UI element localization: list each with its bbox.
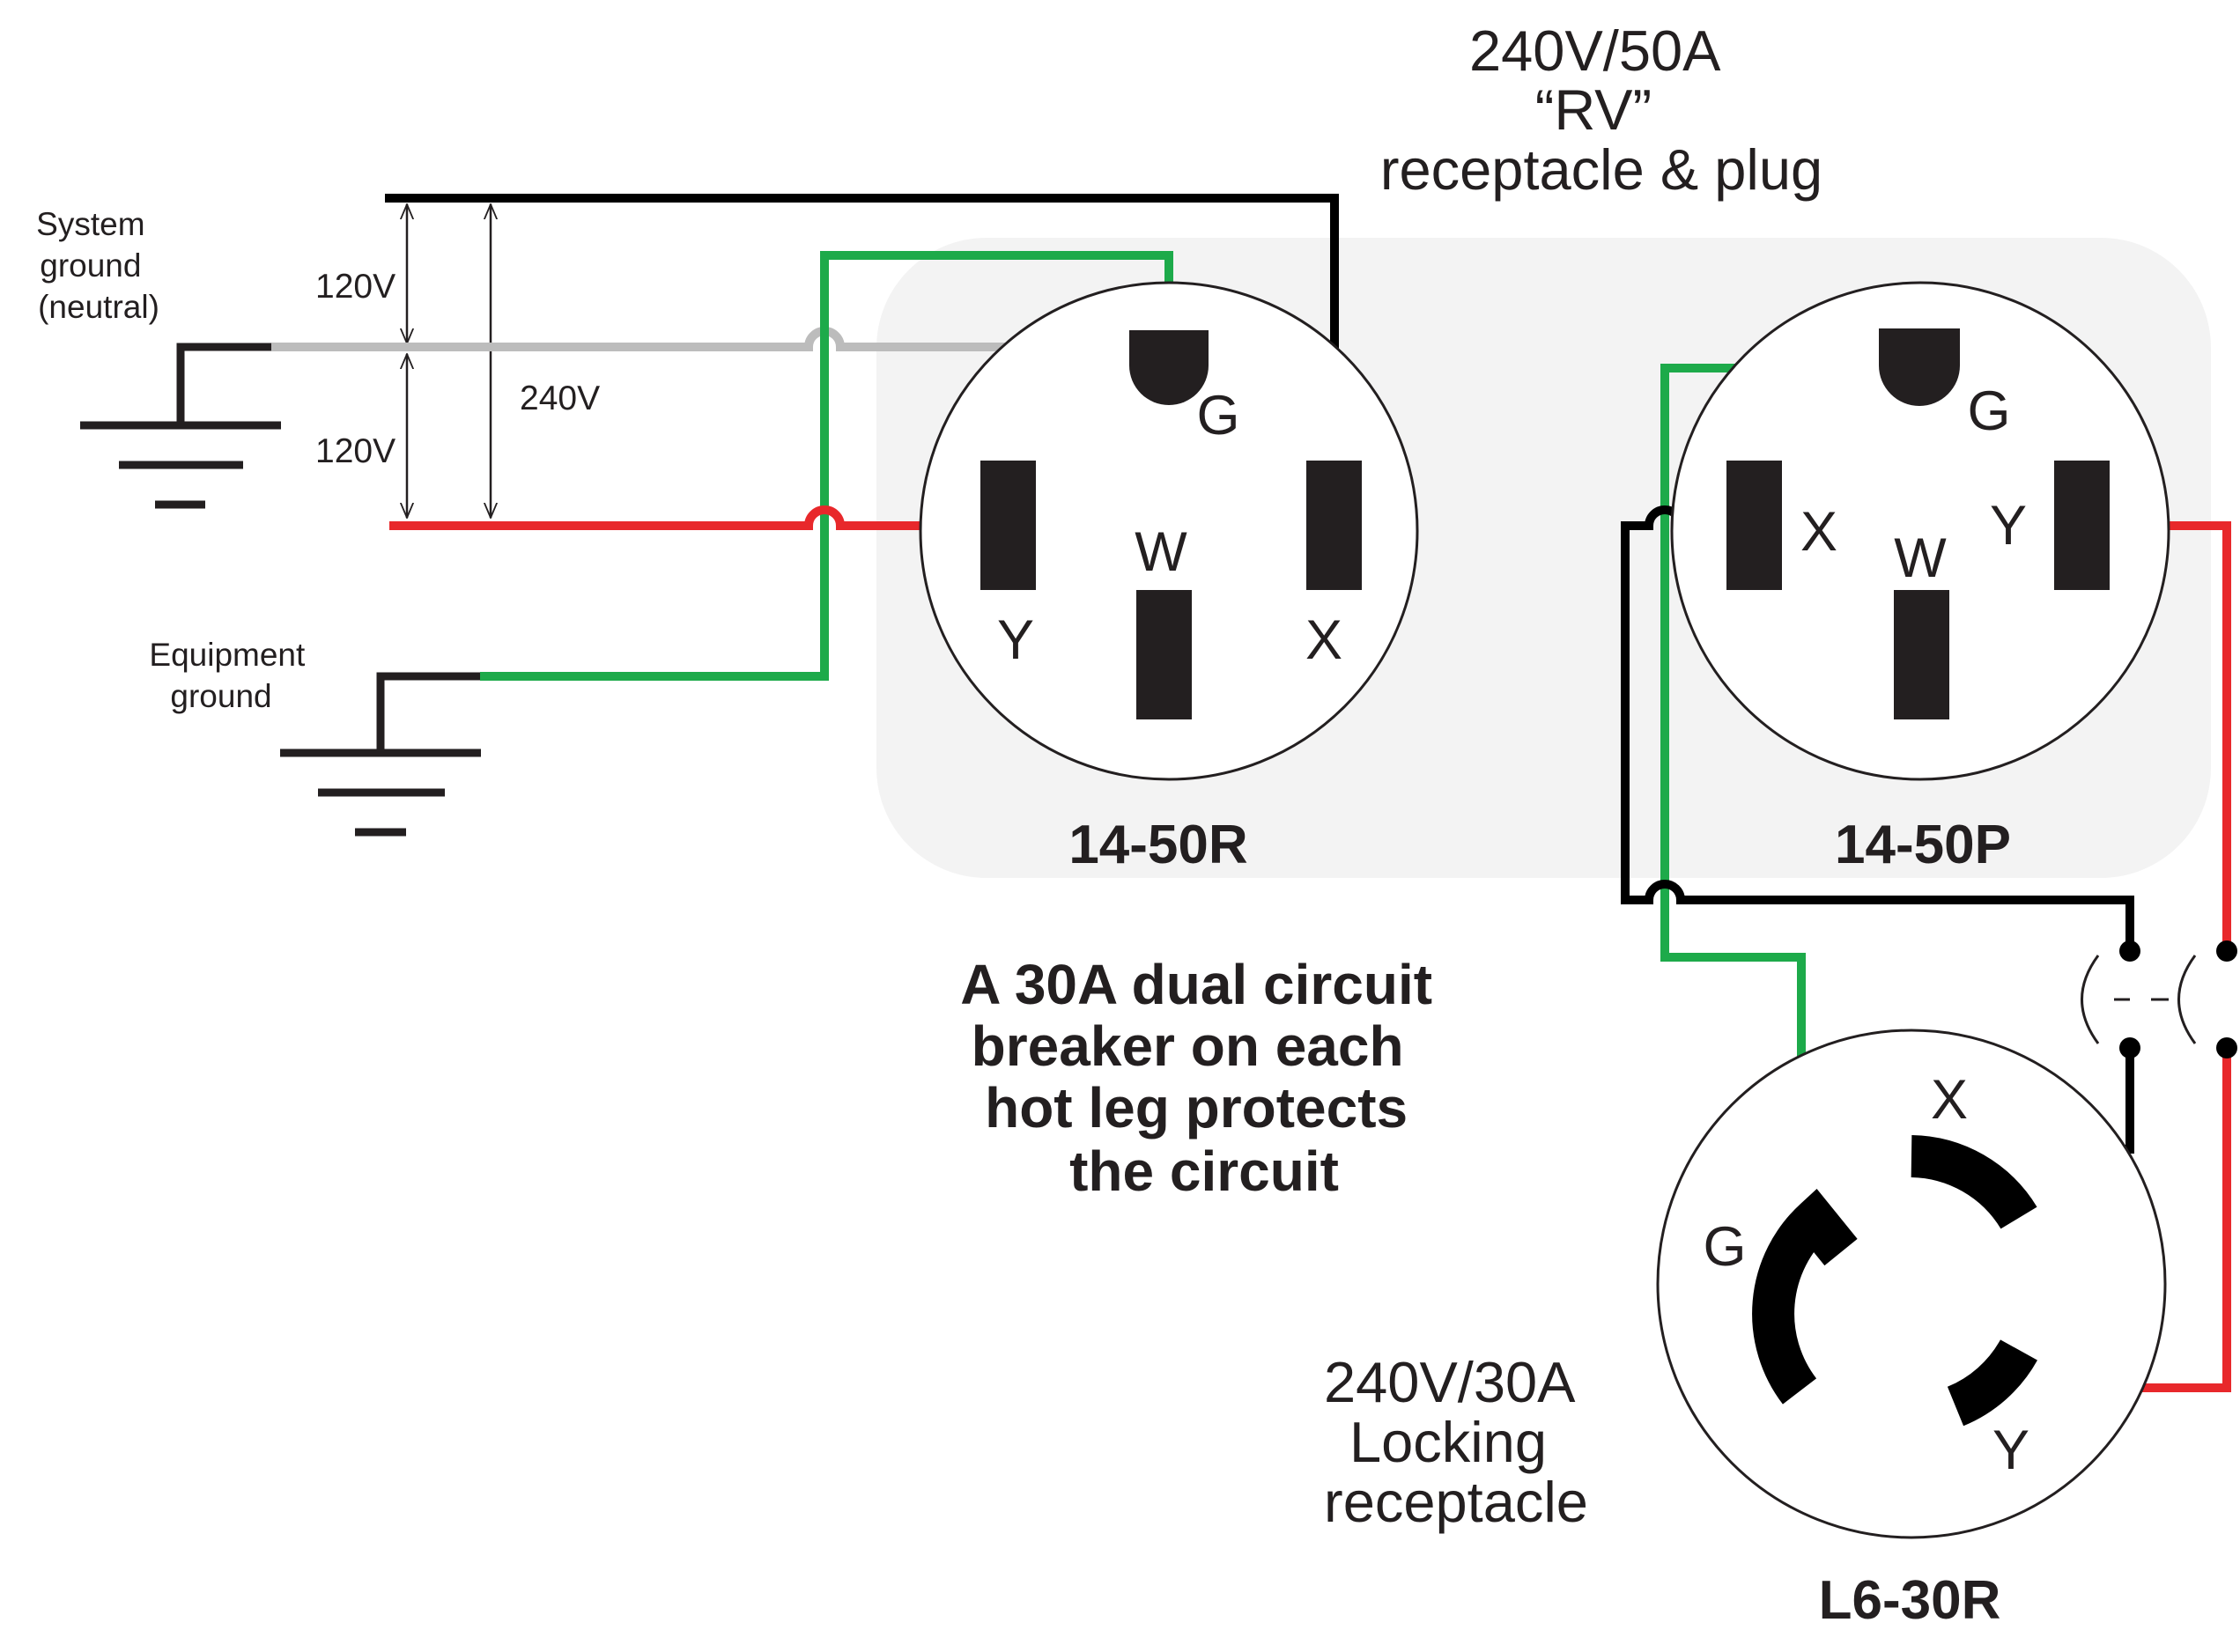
slot-y bbox=[980, 461, 1036, 590]
plug-14-50p-g: G bbox=[1967, 380, 2010, 442]
receptacle-14-50r-y: Y bbox=[997, 609, 1034, 671]
receptacle-l6-30r bbox=[1656, 1029, 2167, 1539]
receptacle-14-50r bbox=[919, 281, 1419, 781]
rv-title: 240V/50A “RV” receptacle & plug bbox=[1380, 18, 1822, 202]
receptacle-l6-30r-code: L6-30R bbox=[1819, 1570, 2001, 1631]
plug-14-50p-y: Y bbox=[1990, 495, 2027, 557]
receptacle-14-50r-x: X bbox=[1305, 609, 1342, 671]
locking-slot-y bbox=[1947, 1339, 2037, 1427]
receptacle-l6-30r-y: Y bbox=[1992, 1420, 2029, 1481]
plug-14-50p-w: W bbox=[1894, 527, 1947, 589]
slot-w bbox=[1136, 590, 1192, 719]
voltage-arrows bbox=[407, 204, 491, 518]
plug-14-50p-x: X bbox=[1800, 501, 1837, 563]
breaker-note: A 30A dual circuit breaker on each hot l… bbox=[960, 953, 1448, 1203]
locking-slot-x bbox=[1910, 1135, 2037, 1229]
locking-slot-g bbox=[1752, 1189, 1858, 1405]
receptacle-l6-30r-g: G bbox=[1703, 1216, 1746, 1278]
receptacle-l6-30r-x: X bbox=[1931, 1069, 1968, 1131]
voltage-120v-top: 120V bbox=[315, 268, 396, 306]
ground-wire-supply bbox=[480, 251, 1173, 681]
system-ground-label: System ground (neutral) bbox=[36, 206, 159, 325]
plug-blade-w bbox=[1894, 590, 1949, 719]
receptacle-14-50r-g: G bbox=[1196, 385, 1239, 446]
plug-blade-y bbox=[2054, 461, 2110, 590]
slot-x bbox=[1306, 461, 1362, 590]
equipment-ground-label: Equipment ground bbox=[149, 637, 314, 714]
dual-breaker-symbol bbox=[2081, 940, 2237, 1058]
receptacle-14-50r-w: W bbox=[1135, 521, 1187, 583]
voltage-120v-bottom: 120V bbox=[315, 432, 396, 470]
plug-ground-pin-g bbox=[1879, 328, 1960, 406]
equipment-ground-symbol bbox=[280, 672, 481, 837]
voltage-240v: 240V bbox=[520, 380, 600, 417]
ground-pin-g bbox=[1129, 330, 1209, 405]
hot-y-wire-supply bbox=[389, 505, 985, 530]
plug-14-50p-code: 14-50P bbox=[1835, 815, 2011, 875]
system-ground-symbol bbox=[80, 343, 281, 509]
receptacle-14-50r-code: 14-50R bbox=[1068, 815, 1247, 875]
plug-14-50p bbox=[1670, 281, 2170, 781]
plug-blade-x bbox=[1726, 461, 1782, 590]
locking-title: 240V/30A Locking receptacle bbox=[1324, 1350, 1588, 1534]
